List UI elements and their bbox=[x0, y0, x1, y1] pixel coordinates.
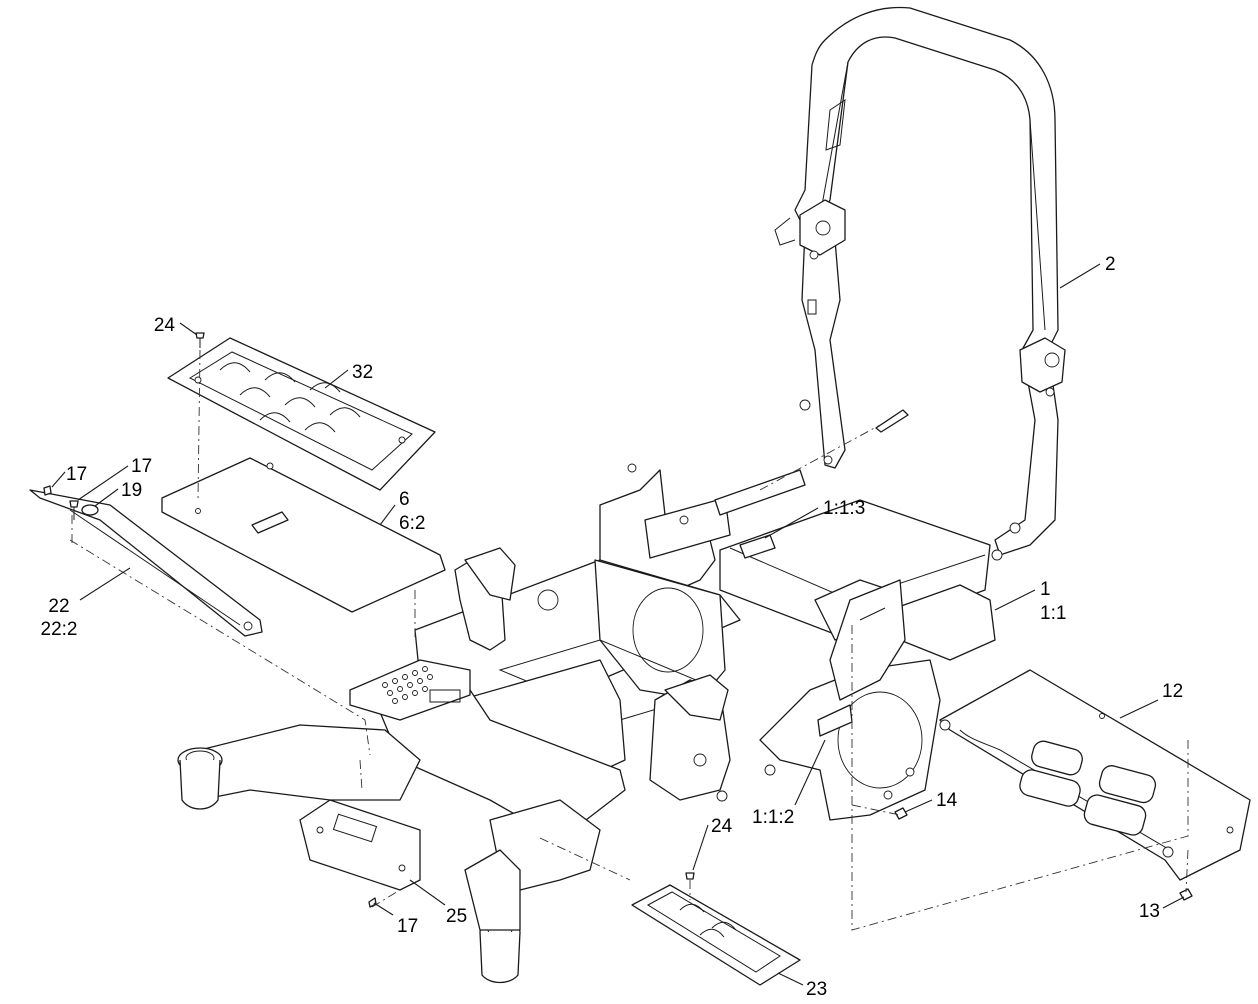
callout-6: 6 bbox=[399, 489, 410, 510]
callout-22: 22 bbox=[48, 596, 69, 617]
foot-step-plate bbox=[631, 884, 801, 986]
callout-13: 13 bbox=[1139, 901, 1160, 922]
roll-over-protection-bar bbox=[774, 6, 1066, 561]
vent-holes bbox=[382, 666, 433, 704]
callout-24: 24 bbox=[711, 816, 733, 837]
callout-25: 25 bbox=[446, 906, 467, 927]
seat-deck-plate bbox=[161, 457, 446, 613]
callout-17: 17 bbox=[397, 916, 418, 937]
callout-19: 19 bbox=[121, 480, 142, 501]
callout-labels: 24 32 17 17 19 6 6:2 22 22:2 1:1:3 2 1 1… bbox=[41, 254, 1184, 1000]
callout-1-1-2: 1:1:2 bbox=[752, 807, 794, 828]
callout-1: 1 bbox=[1040, 579, 1051, 600]
callout-17: 17 bbox=[66, 464, 87, 485]
callout-23: 23 bbox=[806, 979, 827, 1000]
callout-24: 24 bbox=[154, 315, 176, 336]
callout-1-1: 1:1 bbox=[1040, 603, 1066, 624]
callout-12: 12 bbox=[1162, 681, 1183, 702]
side-rail bbox=[29, 489, 263, 637]
callout-leaders bbox=[51, 263, 1185, 986]
callout-1-1-3: 1:1:3 bbox=[823, 498, 865, 519]
callout-17: 17 bbox=[131, 456, 152, 477]
top-step-plate bbox=[167, 337, 436, 491]
floor-pan bbox=[939, 669, 1251, 881]
main-frame bbox=[177, 463, 996, 984]
callout-6-2: 6:2 bbox=[399, 513, 425, 534]
callout-32: 32 bbox=[352, 362, 373, 383]
callout-2: 2 bbox=[1105, 254, 1116, 275]
callout-14: 14 bbox=[936, 790, 958, 811]
assembly-lines bbox=[69, 349, 1189, 931]
callout-22-2: 22:2 bbox=[41, 619, 78, 640]
